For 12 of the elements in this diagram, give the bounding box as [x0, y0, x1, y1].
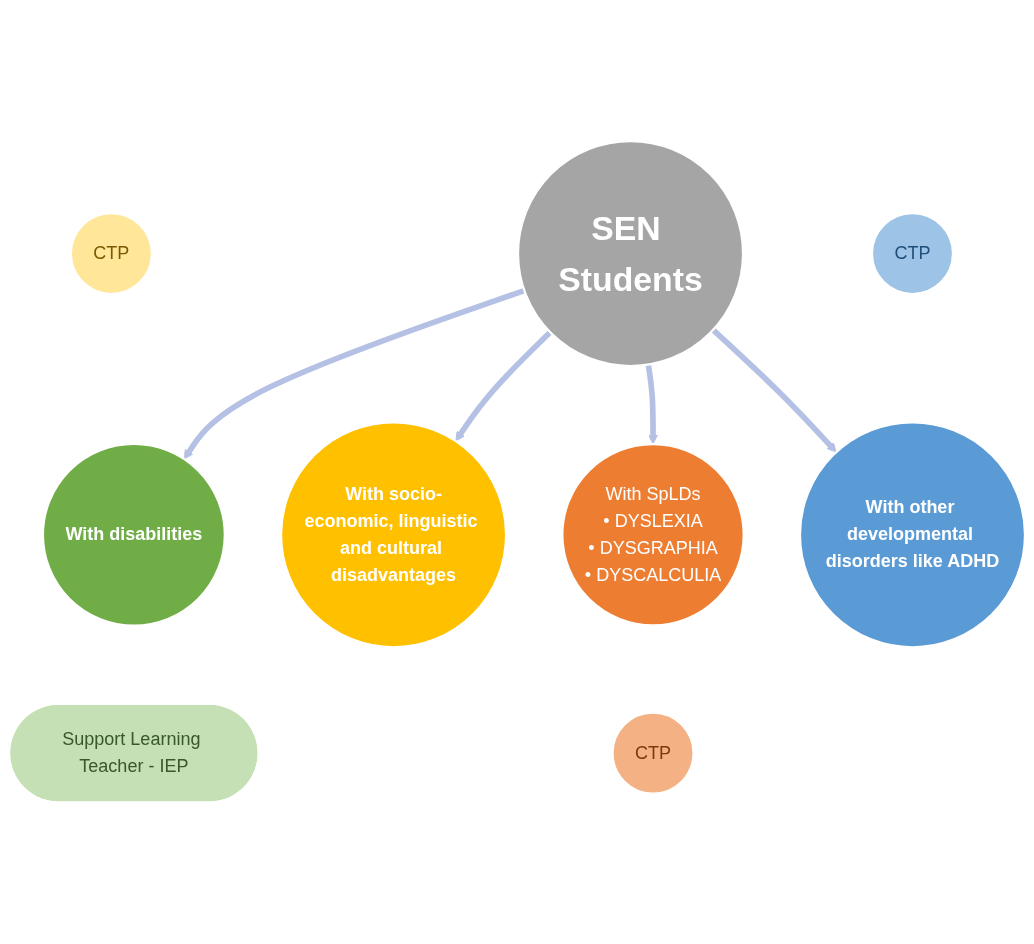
node-circle: CTP	[611, 711, 695, 795]
node-circle: CTP	[870, 212, 955, 296]
node-circle: With disabilities	[41, 442, 226, 628]
arrow	[183, 288, 526, 460]
node-circle: CTP	[69, 212, 153, 296]
arrow	[711, 328, 837, 453]
node-circle: With socio-economic, linguistic and cultural disadvantages	[279, 421, 508, 649]
arrow	[455, 330, 553, 442]
node-circle: With SpLDs • DYSLEXIA • DYSGRAPHIA • DYSCALCULIA	[561, 443, 745, 627]
node-circle: With other developmental disorders like ADHD	[798, 421, 1027, 649]
arrow	[645, 364, 658, 445]
node-circle: SEN Students	[516, 140, 745, 368]
